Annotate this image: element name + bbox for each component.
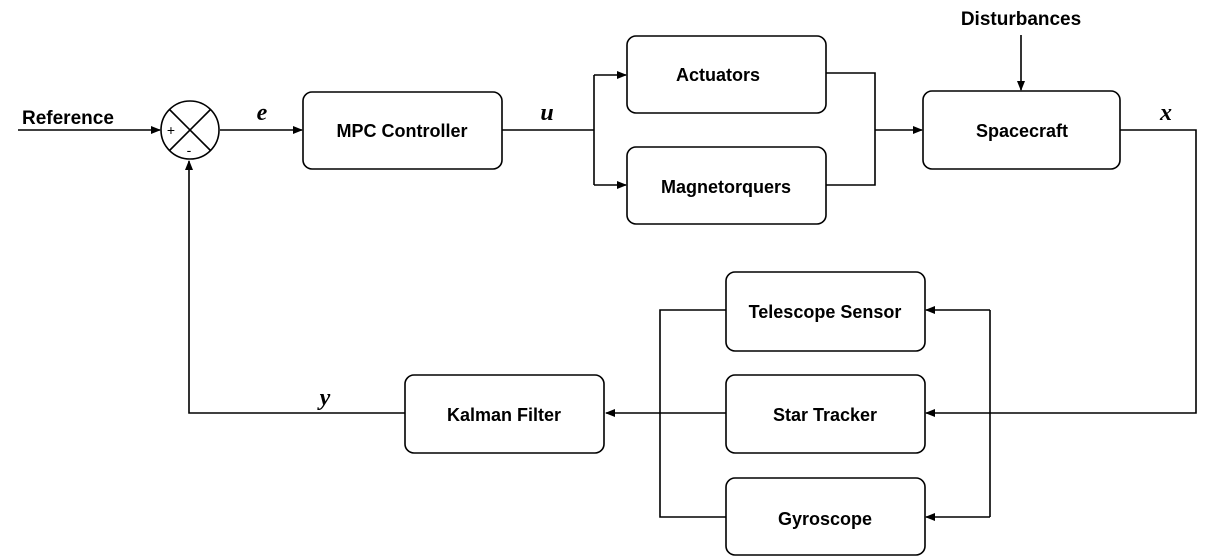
actuators-label: Actuators: [676, 65, 760, 85]
minus-sign: -: [187, 142, 192, 158]
plus-sign: +: [167, 122, 175, 138]
star-tracker-block: Star Tracker: [725, 374, 926, 454]
star-tracker-label: Star Tracker: [773, 405, 877, 425]
state-wire: [990, 129, 1197, 414]
actuators-out-wire: [826, 72, 876, 186]
mpc-controller-block: MPC Controller: [302, 91, 503, 170]
magnetorquers-block: Magnetorquers: [626, 146, 827, 225]
state-signal-label: x: [1159, 100, 1172, 126]
spacecraft-block: Spacecraft: [922, 90, 1121, 170]
magnetorquers-label: Magnetorquers: [661, 177, 791, 197]
telescope-sensor-block: Telescope Sensor: [725, 271, 926, 352]
kalman-filter-block: Kalman Filter: [404, 374, 605, 454]
reference-label: Reference: [22, 108, 114, 129]
spacecraft-label: Spacecraft: [976, 121, 1068, 141]
actuators-block: Actuators: [626, 35, 827, 114]
feedback-wire: [185, 160, 405, 414]
summing-junction: + -: [160, 100, 220, 160]
mpc-controller-label: MPC Controller: [336, 121, 467, 141]
gyroscope-block: Gyroscope: [725, 477, 926, 556]
error-signal-label: e: [257, 100, 268, 126]
disturbances-label: Disturbances: [961, 9, 1081, 30]
gyroscope-label: Gyroscope: [778, 509, 872, 529]
kalman-filter-label: Kalman Filter: [447, 405, 561, 425]
telescope-sensor-label: Telescope Sensor: [749, 302, 902, 322]
control-signal-label: u: [540, 100, 553, 126]
output-signal-label: y: [317, 385, 331, 411]
